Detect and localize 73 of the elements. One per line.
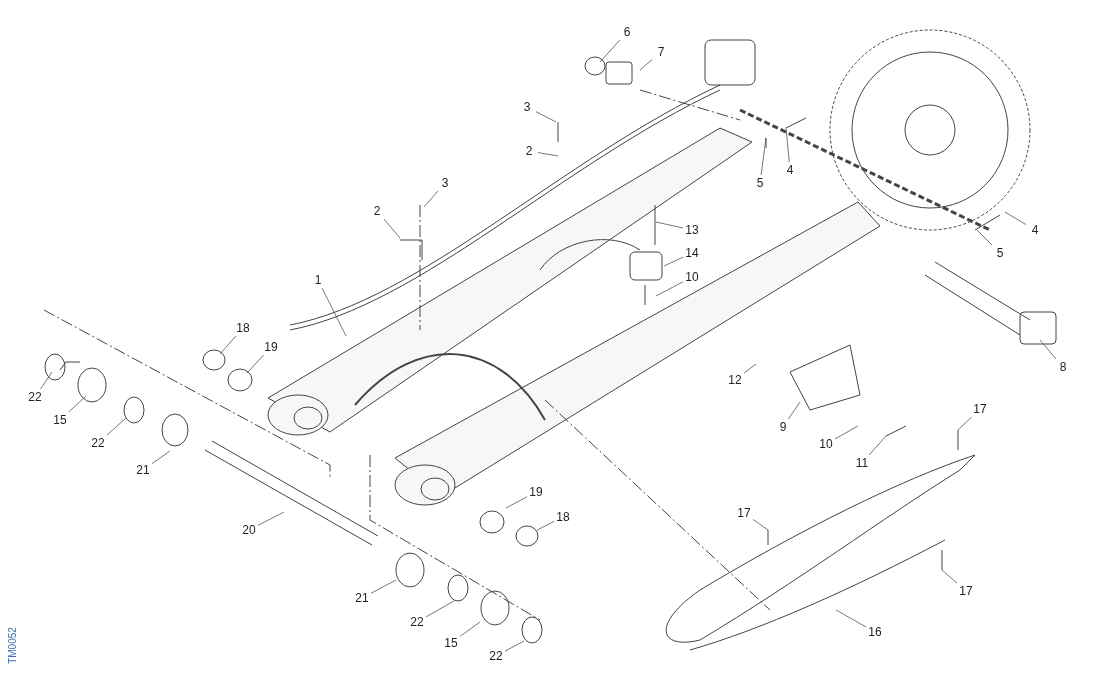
document-code: TM0052	[6, 627, 18, 664]
callout-number: 4	[1030, 223, 1040, 237]
callout-number: 18	[235, 321, 251, 335]
leader-line	[743, 363, 757, 374]
callout-number: 22	[488, 649, 504, 663]
leader-line	[459, 621, 481, 637]
callout-number: 22	[90, 436, 106, 450]
callout-number: 2	[372, 204, 382, 218]
callout-number: 14	[684, 246, 700, 260]
leader-line	[599, 39, 621, 63]
leader-line	[760, 137, 767, 176]
leader-line	[655, 221, 684, 229]
leader-line	[423, 190, 439, 208]
leader-line	[219, 335, 237, 355]
callout-number: 15	[443, 636, 459, 650]
leader-line	[663, 256, 684, 267]
leader-line	[752, 519, 769, 531]
leader-line	[68, 395, 87, 413]
leader-line	[151, 450, 171, 465]
callout-number: 20	[241, 523, 257, 537]
leader-line	[785, 127, 790, 163]
callout-number: 1	[313, 273, 323, 287]
leader-line	[40, 371, 53, 390]
callout-number: 3	[440, 176, 450, 190]
callout-number: 22	[409, 615, 425, 629]
callout-number: 5	[755, 176, 765, 190]
callout-number: 7	[656, 45, 666, 59]
leader-line	[639, 59, 653, 71]
leader-line	[1004, 211, 1027, 225]
callout-number: 19	[263, 340, 279, 354]
callout-number: 21	[354, 591, 370, 605]
callout-number: 2	[524, 144, 534, 158]
leader-line	[536, 521, 555, 531]
callout-number: 19	[528, 485, 544, 499]
callout-number: 10	[818, 437, 834, 451]
leader-line	[835, 609, 867, 628]
leader-line	[383, 218, 401, 239]
callout-number: 17	[736, 506, 752, 520]
callout-number: 6	[622, 25, 632, 39]
leader-line	[425, 600, 455, 618]
leader-line	[834, 425, 859, 440]
leader-line	[106, 417, 127, 436]
callout-number: 11	[854, 456, 870, 470]
leader-line	[957, 416, 972, 431]
callout-number: 4	[785, 163, 795, 177]
leader-line	[370, 579, 397, 594]
callout-number: 15	[52, 413, 68, 427]
callout-number: 3	[522, 100, 532, 114]
leader-line	[655, 281, 684, 297]
leader-line	[505, 496, 528, 509]
callout-number: 16	[867, 625, 883, 639]
callout-number: 8	[1058, 360, 1068, 374]
callout-number: 17	[972, 402, 988, 416]
callout-number: 13	[684, 223, 700, 237]
leader-line	[941, 569, 958, 584]
callout-number: 5	[995, 246, 1005, 260]
callout-number: 17	[958, 584, 974, 598]
leader-line	[976, 229, 993, 246]
leader-line	[257, 511, 285, 526]
leader-line	[537, 152, 559, 157]
leader-line	[868, 435, 887, 456]
leader-line	[1039, 339, 1057, 360]
leader-line	[788, 401, 801, 420]
leader-line	[246, 354, 264, 374]
callout-number: 10	[684, 270, 700, 284]
callout-number: 21	[135, 463, 151, 477]
leader-line	[535, 111, 557, 123]
callout-number: 12	[727, 373, 743, 387]
leader-line	[321, 287, 347, 337]
callout-number: 18	[555, 510, 571, 524]
callout-number: 22	[27, 390, 43, 404]
callout-number: 9	[778, 420, 788, 434]
leader-line	[504, 640, 525, 652]
